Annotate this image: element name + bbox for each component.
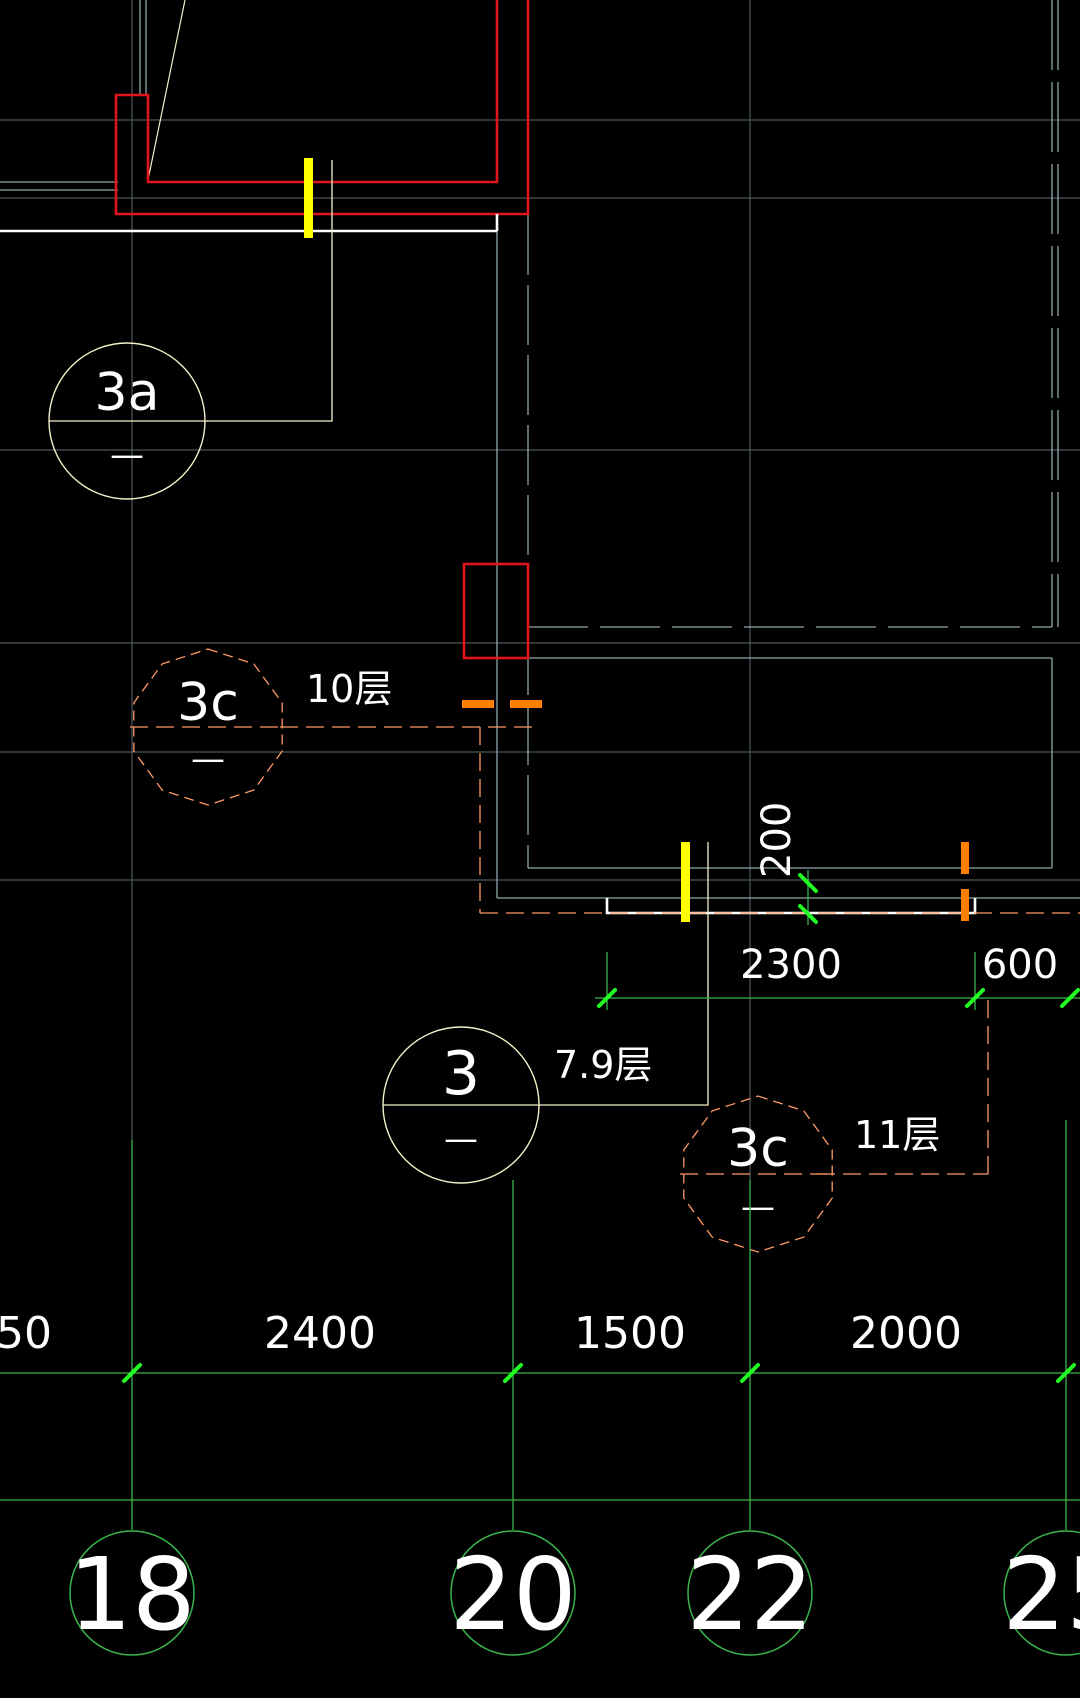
- dim-text-1500: 1500: [574, 1308, 686, 1359]
- upper-dim-tick-2: [965, 988, 985, 1008]
- upper-dimension-chain: [595, 870, 1080, 1010]
- axis-circle-22: [687, 1530, 813, 1656]
- yellow-marker-lower: [681, 842, 690, 922]
- upper-dimension-ticks: [597, 873, 1080, 1008]
- white-edges: [0, 214, 977, 915]
- dim-text-600: 600: [982, 942, 1058, 988]
- yellow-marker-upper: [304, 158, 313, 238]
- orange-marker-h2: [510, 700, 542, 708]
- dim-text-200: 200: [754, 802, 800, 878]
- upper-dim-tick-3: [1060, 988, 1080, 1008]
- dim-text-2400: 2400: [264, 1308, 376, 1359]
- axis-tick-18: [122, 1363, 142, 1383]
- dim-text-550: 550: [0, 1308, 52, 1359]
- leader-3: [540, 842, 709, 1106]
- floor-note-left: 10层: [306, 667, 392, 711]
- red-column: [462, 562, 530, 660]
- axis-tick-25: [1056, 1363, 1076, 1383]
- section-label-3c-right: 3c: [727, 1119, 789, 1179]
- leader-3a: [205, 160, 333, 422]
- section-decagon-3c-right: [683, 1095, 833, 1253]
- orange-marker-v2: [961, 889, 969, 921]
- section-label-3: 3: [442, 1039, 480, 1109]
- floor-note-right: 11层: [854, 1113, 940, 1157]
- orange-marker-v1: [961, 842, 969, 874]
- axis-circle-25: [1003, 1530, 1080, 1656]
- section-label-3a: 3a: [95, 363, 160, 423]
- floor-note-middle: 7.9层: [554, 1043, 652, 1087]
- axis-bubble-22: 22: [686, 1530, 814, 1656]
- leader-diagonal: [147, 0, 186, 181]
- axis-ticks: [122, 1363, 1076, 1383]
- white-edge-lower: [605, 898, 977, 915]
- axis-label-25: 25: [1002, 1536, 1080, 1653]
- section-mark-3: 3 —: [382, 1026, 540, 1184]
- axis-lines: [0, 1120, 1080, 1530]
- leader-lines: [205, 160, 709, 1106]
- red-walls: [114, 0, 530, 660]
- section-sheet-3: —: [444, 1119, 478, 1159]
- dim-text-2000: 2000: [850, 1308, 962, 1359]
- red-wall-upper: [114, 0, 530, 216]
- axis-tick-20: [503, 1363, 523, 1383]
- section-sheet-3c-left: —: [191, 739, 225, 779]
- orange-markers: [462, 700, 969, 921]
- axis-bubbles: 18 20 22 25: [68, 1530, 1080, 1656]
- section-label-3c-left: 3c: [177, 673, 239, 733]
- axis-label-18: 18: [68, 1536, 195, 1653]
- orange-dash-outline: [280, 726, 1080, 1175]
- axis-label-20: 20: [449, 1536, 576, 1653]
- section-sheet-3c-right: —: [741, 1187, 775, 1227]
- section-mark-3c-left: 3c —: [130, 648, 283, 806]
- yellow-markers: [304, 158, 690, 922]
- axis-label-22: 22: [686, 1536, 813, 1653]
- vertical-dim-tick-1: [798, 873, 818, 893]
- upper-dim-tick-1: [597, 988, 617, 1008]
- orange-marker-h1: [462, 700, 494, 708]
- axis-bubble-18: 18: [68, 1530, 196, 1656]
- dim-text-2300: 2300: [740, 942, 842, 988]
- axis-circle-18: [69, 1530, 195, 1656]
- axis-circle-20: [450, 1530, 576, 1656]
- section-decagon-3c-left: [133, 648, 283, 806]
- section-mark-3c-right: 3c —: [680, 1095, 836, 1253]
- section-mark-3a: 3a —: [48, 342, 206, 500]
- vertical-dim-tick-2: [798, 904, 818, 924]
- section-sheet-3a: —: [110, 435, 144, 475]
- axis-bubble-20: 20: [449, 1530, 577, 1656]
- structure-lines: [0, 0, 1080, 899]
- reference-grid: [0, 0, 1080, 1180]
- axis-bubble-25: 25: [1002, 1530, 1080, 1656]
- axis-tick-22: [740, 1363, 760, 1383]
